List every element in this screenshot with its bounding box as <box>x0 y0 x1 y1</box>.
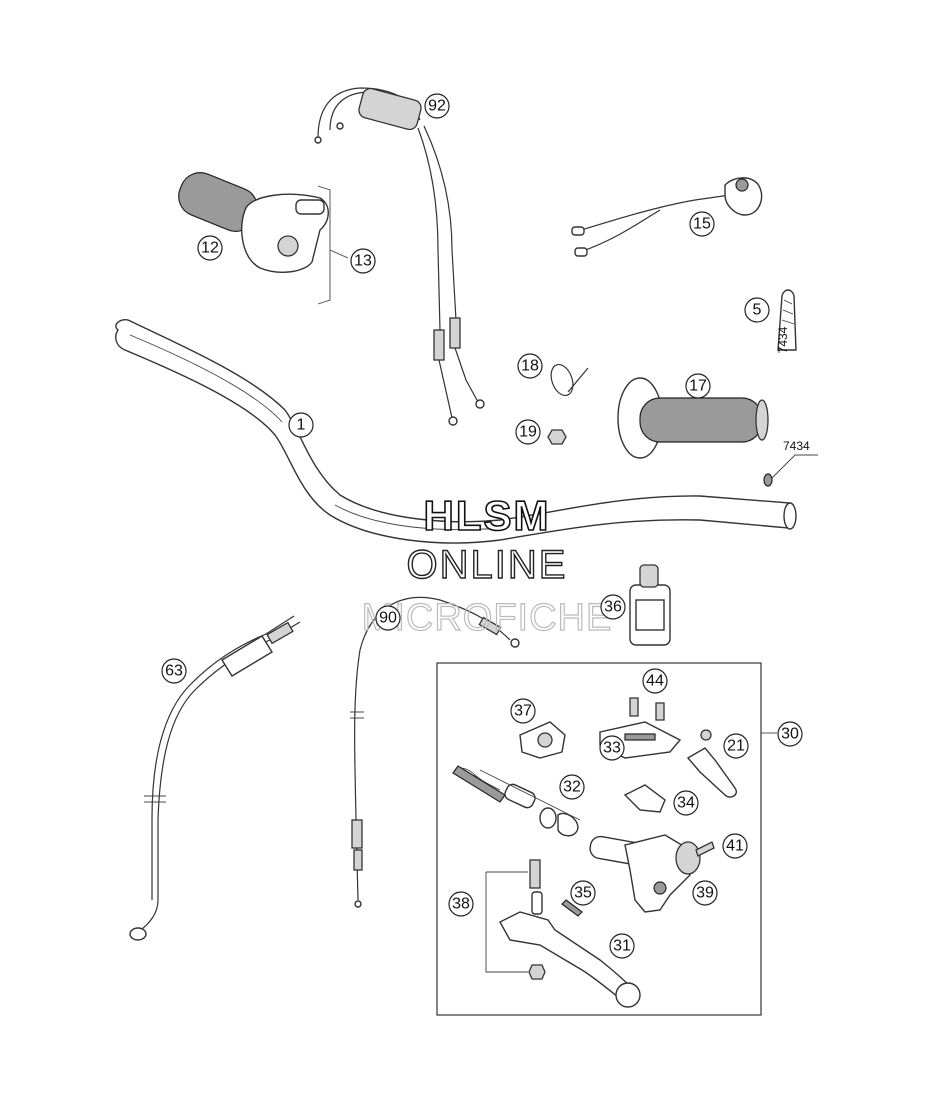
svg-text:33: 33 <box>603 740 621 757</box>
reference-label: 7434 <box>783 439 810 453</box>
cable-tie-part <box>550 363 589 397</box>
svg-text:37: 37 <box>514 703 532 720</box>
choke-cable-part <box>350 596 520 908</box>
svg-text:63: 63 <box>165 663 183 680</box>
svg-text:12: 12 <box>201 240 219 257</box>
callout-44: 44 <box>642 668 668 694</box>
watermark-line2: ONLINE <box>407 543 568 587</box>
piston-kit-part <box>452 765 581 837</box>
svg-text:31: 31 <box>613 938 631 955</box>
callout-31: 31 <box>609 933 635 959</box>
svg-text:5: 5 <box>753 302 762 319</box>
callout-35: 35 <box>570 880 596 906</box>
pivot-bolt-set-part <box>485 859 546 980</box>
bolt-41-part <box>695 841 715 857</box>
svg-text:34: 34 <box>677 795 695 812</box>
callout-90: 90 <box>375 605 401 631</box>
svg-text:32: 32 <box>563 779 581 796</box>
callout-5: 5 <box>744 297 770 323</box>
svg-text:13: 13 <box>354 253 372 270</box>
svg-text:19: 19 <box>519 424 537 441</box>
svg-text:15: 15 <box>693 216 711 233</box>
callout-21: 21 <box>723 733 749 759</box>
callout-13: 13 <box>350 248 376 274</box>
throttle-cable-part <box>314 87 485 426</box>
callout-19: 19 <box>515 419 541 445</box>
throttle-grip-part <box>178 172 329 273</box>
kill-switch-part <box>571 177 763 257</box>
svg-text:30: 30 <box>781 726 799 743</box>
reference-leader <box>763 454 818 487</box>
clutch-hose-part <box>129 615 301 941</box>
svg-text:92: 92 <box>428 98 446 115</box>
svg-text:21: 21 <box>727 738 745 755</box>
svg-text:38: 38 <box>452 896 470 913</box>
callout-33: 33 <box>599 735 625 761</box>
svg-text:41: 41 <box>726 838 744 855</box>
clutch-lever-part <box>499 911 641 1008</box>
callout-63: 63 <box>161 658 187 684</box>
callout-12: 12 <box>197 235 223 261</box>
callout-92: 92 <box>424 93 450 119</box>
nut-19-part <box>547 429 567 445</box>
callout-37: 37 <box>510 698 536 724</box>
adjuster-screw-part <box>561 899 583 917</box>
watermark-line1: HLSM <box>424 492 551 539</box>
watermark-line3: MICROFICHE <box>362 597 613 639</box>
master-cylinder-box <box>436 662 777 1016</box>
clamp-part <box>519 721 566 759</box>
bracket-part <box>623 784 666 813</box>
handlebar-part <box>115 318 797 544</box>
svg-text:7434: 7434 <box>776 326 790 353</box>
callout-39: 39 <box>692 880 718 906</box>
hydraulic-oil-part <box>629 564 671 646</box>
callout-17: 17 <box>685 373 711 399</box>
callout-32: 32 <box>559 774 585 800</box>
svg-text:44: 44 <box>646 673 664 690</box>
master-cylinder-part <box>589 834 701 913</box>
throttle-housing-bracket <box>317 185 349 305</box>
screws-44-part <box>629 697 665 721</box>
callout-18: 18 <box>517 353 543 379</box>
callout-30: 30 <box>777 721 803 747</box>
grip-cap-part: 7434 <box>776 289 797 353</box>
svg-text:35: 35 <box>574 885 592 902</box>
svg-text:90: 90 <box>379 610 397 627</box>
clutch-lever-small-part <box>686 729 737 798</box>
callout-1: 1 <box>288 412 314 438</box>
grip-left-part <box>617 377 769 459</box>
callout-38: 38 <box>448 891 474 917</box>
svg-text:36: 36 <box>604 599 622 616</box>
svg-text:1: 1 <box>297 417 306 434</box>
svg-text:18: 18 <box>521 358 539 375</box>
callout-34: 34 <box>673 790 699 816</box>
callout-36: 36 <box>600 594 626 620</box>
callout-41: 41 <box>722 833 748 859</box>
svg-text:17: 17 <box>689 378 707 395</box>
svg-text:39: 39 <box>696 885 714 902</box>
watermark: HLSM ONLINE MICROFICHE <box>361 491 613 639</box>
callout-15: 15 <box>689 211 715 237</box>
